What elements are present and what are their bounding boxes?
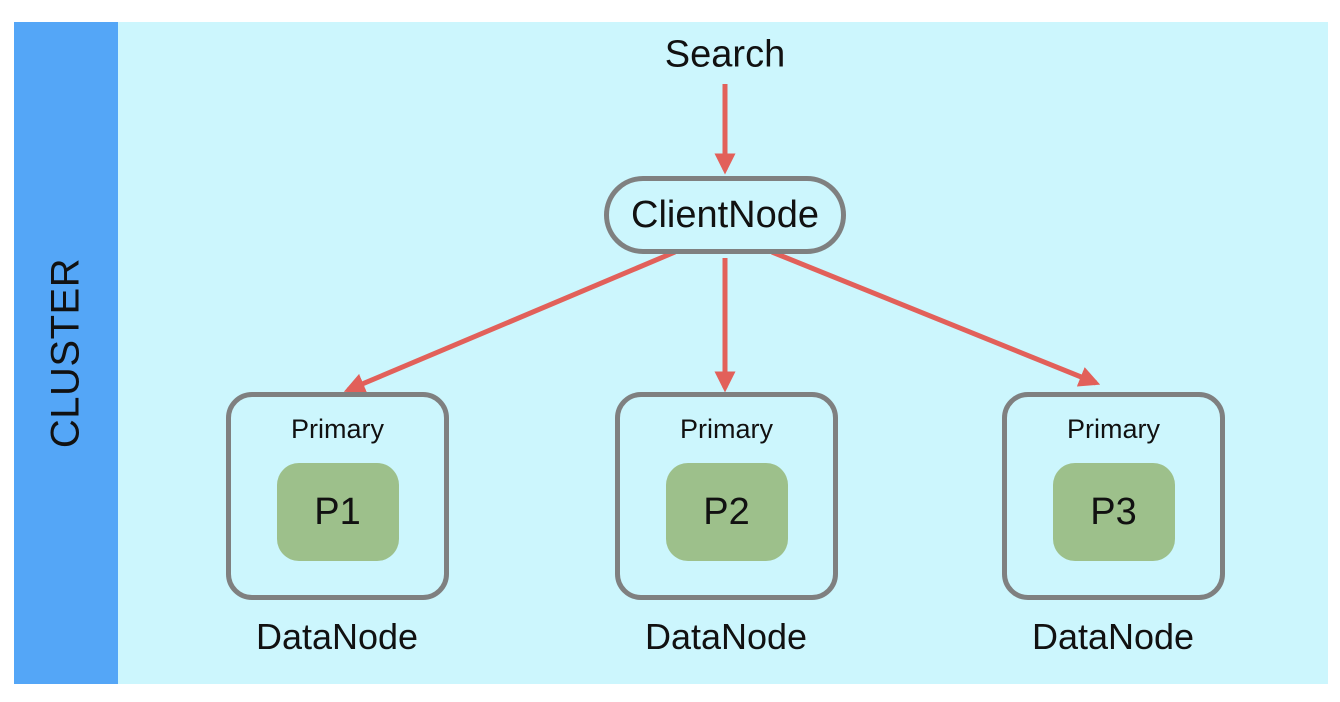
data-node-box-2[interactable]: Primary P2 [615,392,838,600]
data-node-caption-3: DataNode [1031,616,1195,657]
cluster-sidebar-bar: CLUSTER [14,22,118,684]
shard-box-p3[interactable]: P3 [1052,463,1175,561]
shard-label-p1: P1 [314,490,361,533]
search-entry-label: Search [664,33,786,76]
shard-box-p2[interactable]: P2 [665,463,788,561]
data-node-box-1[interactable]: Primary P1 [226,392,449,600]
cluster-label: CLUSTER [43,257,88,449]
shard-box-p1[interactable]: P1 [276,463,399,561]
data-node-caption-2: DataNode [644,616,808,657]
data-node-caption-1: DataNode [255,616,419,657]
data-node-box-3[interactable]: Primary P3 [1002,392,1225,600]
data-node-role-2: Primary [680,414,773,444]
shard-label-p2: P2 [703,490,750,533]
client-node-box[interactable]: ClientNode [604,176,846,254]
shard-label-p3: P3 [1090,490,1137,533]
client-node-label: ClientNode [631,193,819,236]
data-node-role-3: Primary [1067,414,1160,444]
data-node-role-1: Primary [291,414,384,444]
